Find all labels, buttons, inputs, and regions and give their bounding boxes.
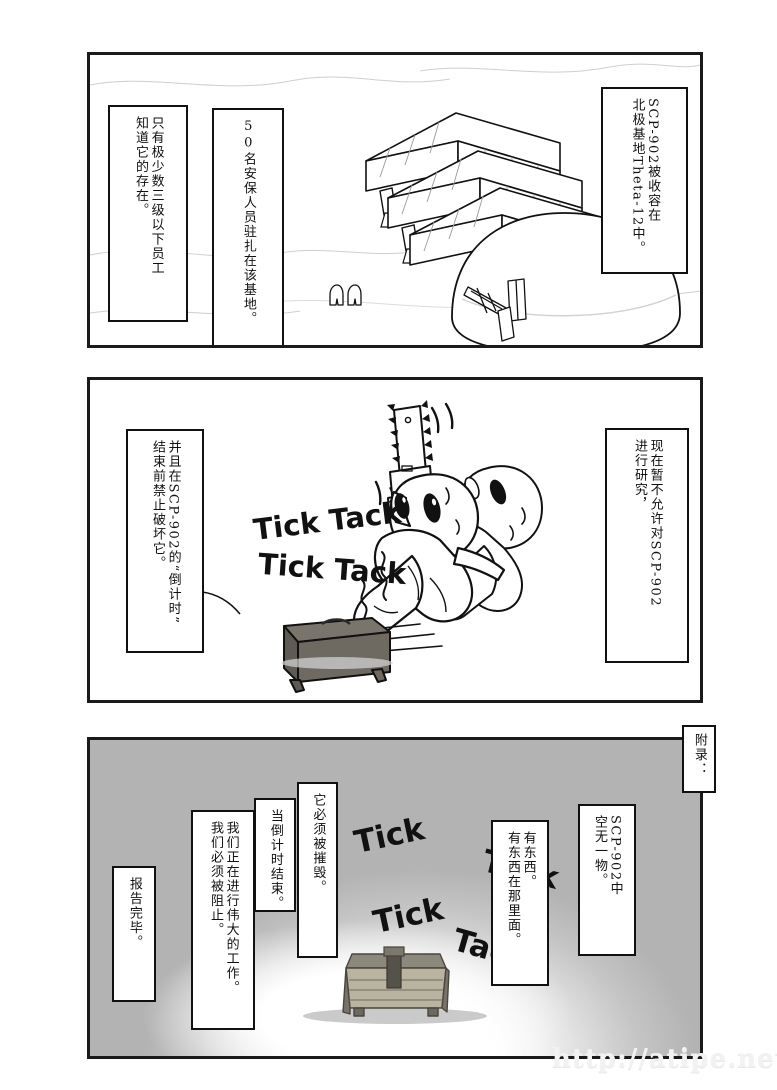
caption-line: 当倒计时结束。 [267,809,283,911]
caption-line: 知道它的存在。 [133,116,148,218]
appendix-label: 附录： [691,733,707,777]
caption-line: 50名安保人员驻扎在该基地。 [240,119,256,326]
caption-line: 北极基地Theta-12中。 [629,98,645,256]
caption-line: 我们必须被阻止。 [208,821,223,937]
caption-line: 并且在SCP-902的“倒计时” [165,440,181,625]
caption-line: SCP-902中 [607,815,623,897]
caption-line: 它必须被摧毁。 [310,793,326,895]
caption-line: 有东西在那里面。 [505,831,520,947]
caption-box: SCP-902中 空无一物。 [578,804,636,956]
caption-box: 当倒计时结束。 [254,798,296,912]
caption-line: SCP-902被收容在 [645,98,661,223]
caption-box: 它必须被摧毁。 [297,782,338,958]
caption-line: 有东西。 [520,831,536,889]
caption-box: 并且在SCP-902的“倒计时” 结束前禁止破坏它。 [126,429,204,653]
caption-line: 进行研究， [632,439,647,512]
caption-box: 50名安保人员驻扎在该基地。 [212,108,284,345]
sfx-tick-tack: Tick Tack [251,495,403,547]
sfx-tick: Tick [370,891,447,941]
panel-3: Tick Tack Tick Tack SCP-902中 空无一物。 有东西。 … [87,737,703,1059]
sfx-tick: Tick [351,811,428,861]
caption-box: 报告完毕。 [112,866,156,1002]
caption-box: 现在暂不允许对SCP-902 进行研究， [605,428,689,663]
caption-line: 现在暂不允许对SCP-902 [647,439,663,608]
caption-box: 有东西。 有东西在那里面。 [491,820,549,986]
panel-2: Tick Tack Tick Tack 现在暂不允许对SCP-902 进行研究，… [87,377,703,703]
caption-box: 我们正在进行伟大的工作。 我们必须被阻止。 [191,810,255,1030]
caption-line: 我们正在进行伟大的工作。 [223,821,239,995]
caption-line: 空无一物。 [592,815,607,888]
caption-box: 只有极少数三级以下员工 知道它的存在。 [108,105,188,322]
site-watermark: http://atipe.net/ [552,1044,777,1074]
caption-line: 结束前禁止破坏它。 [150,440,165,571]
appendix-label-box: 附录： [682,725,716,793]
sfx-tick-tack: Tick Tack [256,546,408,592]
panel-1: SCP-902被收容在 北极基地Theta-12中。 50名安保人员驻扎在该基地… [87,52,703,348]
caption-box: SCP-902被收容在 北极基地Theta-12中。 [601,87,688,274]
caption-line: 报告完毕。 [126,877,142,950]
caption-line: 只有极少数三级以下员工 [148,116,164,276]
